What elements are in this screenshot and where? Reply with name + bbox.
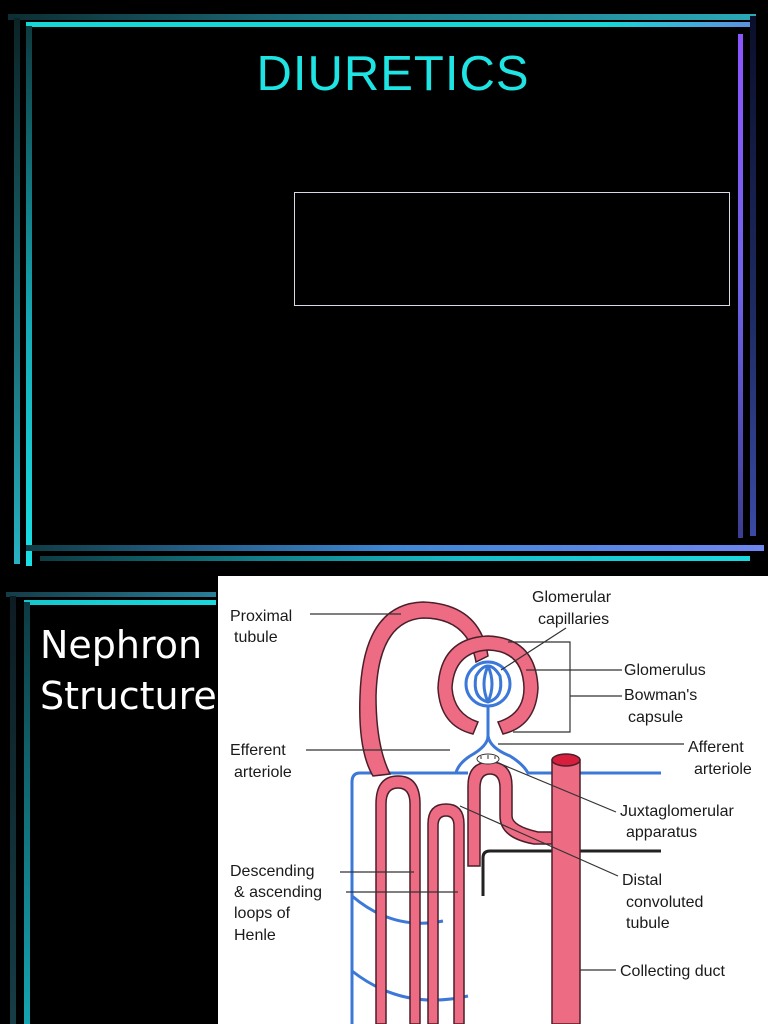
frame-bar-top-dark (6, 592, 216, 597)
glomerulus (418, 660, 661, 775)
frame-bar-bottom-cyan (40, 556, 750, 561)
label-desc-2: & ascending (234, 884, 322, 901)
nephron-diagram: Proximal tubule Glomerular capillaries G… (218, 576, 768, 1024)
nephron-illustration: Proximal tubule Glomerular capillaries G… (230, 589, 752, 1024)
slide-nephron-structure: Nephron Structure (0, 576, 768, 1024)
bracket (508, 641, 571, 733)
slide-title: DIURETICS (256, 47, 530, 101)
label-glomerular-cap-2: capillaries (538, 611, 609, 628)
label-efferent-1: Efferent (230, 742, 286, 759)
label-desc-1: Descending (230, 863, 315, 880)
frame-bar-left-cyan (24, 602, 30, 1024)
slide-diuretics: DIURETICS (8, 14, 764, 566)
heading-line-2: Structure (40, 674, 217, 718)
label-proximal-1: Proximal (230, 608, 292, 625)
empty-text-box (294, 192, 730, 306)
label-desc-4: Henle (234, 927, 276, 944)
dark-vessel (481, 849, 661, 896)
frame-bar-left-dark (14, 18, 20, 564)
frame-bar-right-purple (738, 34, 743, 538)
label-distal-3: tubule (626, 915, 670, 932)
label-bowman-2: capsule (628, 709, 683, 726)
label-afferent-2: arteriole (694, 761, 752, 778)
proximal-tubule (359, 601, 489, 777)
frame-bar-top-cyan (24, 600, 216, 605)
collecting-duct (551, 753, 581, 1024)
leader-lines (306, 613, 684, 971)
label-afferent-1: Afferent (688, 739, 744, 756)
label-distal-2: convoluted (626, 894, 703, 911)
label-collecting-duct: Collecting duct (620, 963, 726, 980)
label-glomerulus: Glomerulus (624, 662, 706, 679)
label-bowman-1: Bowman's (624, 687, 697, 704)
frame-bar-top-cyan (26, 22, 752, 27)
bowmans-capsule (437, 635, 539, 735)
label-desc-3: loops of (234, 905, 291, 922)
slide-heading: Nephron Structure (40, 620, 220, 722)
label-efferent-2: arteriole (234, 764, 292, 781)
heading-line-1: Nephron (40, 623, 203, 667)
frame-bar-bottom-blue (26, 545, 764, 551)
frame-bar-left-cyan (26, 26, 32, 566)
loop-of-henle (375, 775, 465, 1024)
label-juxta-2: apparatus (626, 824, 697, 841)
frame-bar-left-dark (10, 596, 16, 1024)
frame-bar-right-dark (750, 16, 756, 536)
label-distal-1: Distal (622, 872, 662, 889)
label-juxta-1: Juxtaglomerular (620, 803, 735, 820)
label-glomerular-cap-1: Glomerular (532, 589, 612, 606)
frame-bar-top-dark (8, 14, 756, 20)
label-proximal-2: tubule (234, 629, 278, 646)
